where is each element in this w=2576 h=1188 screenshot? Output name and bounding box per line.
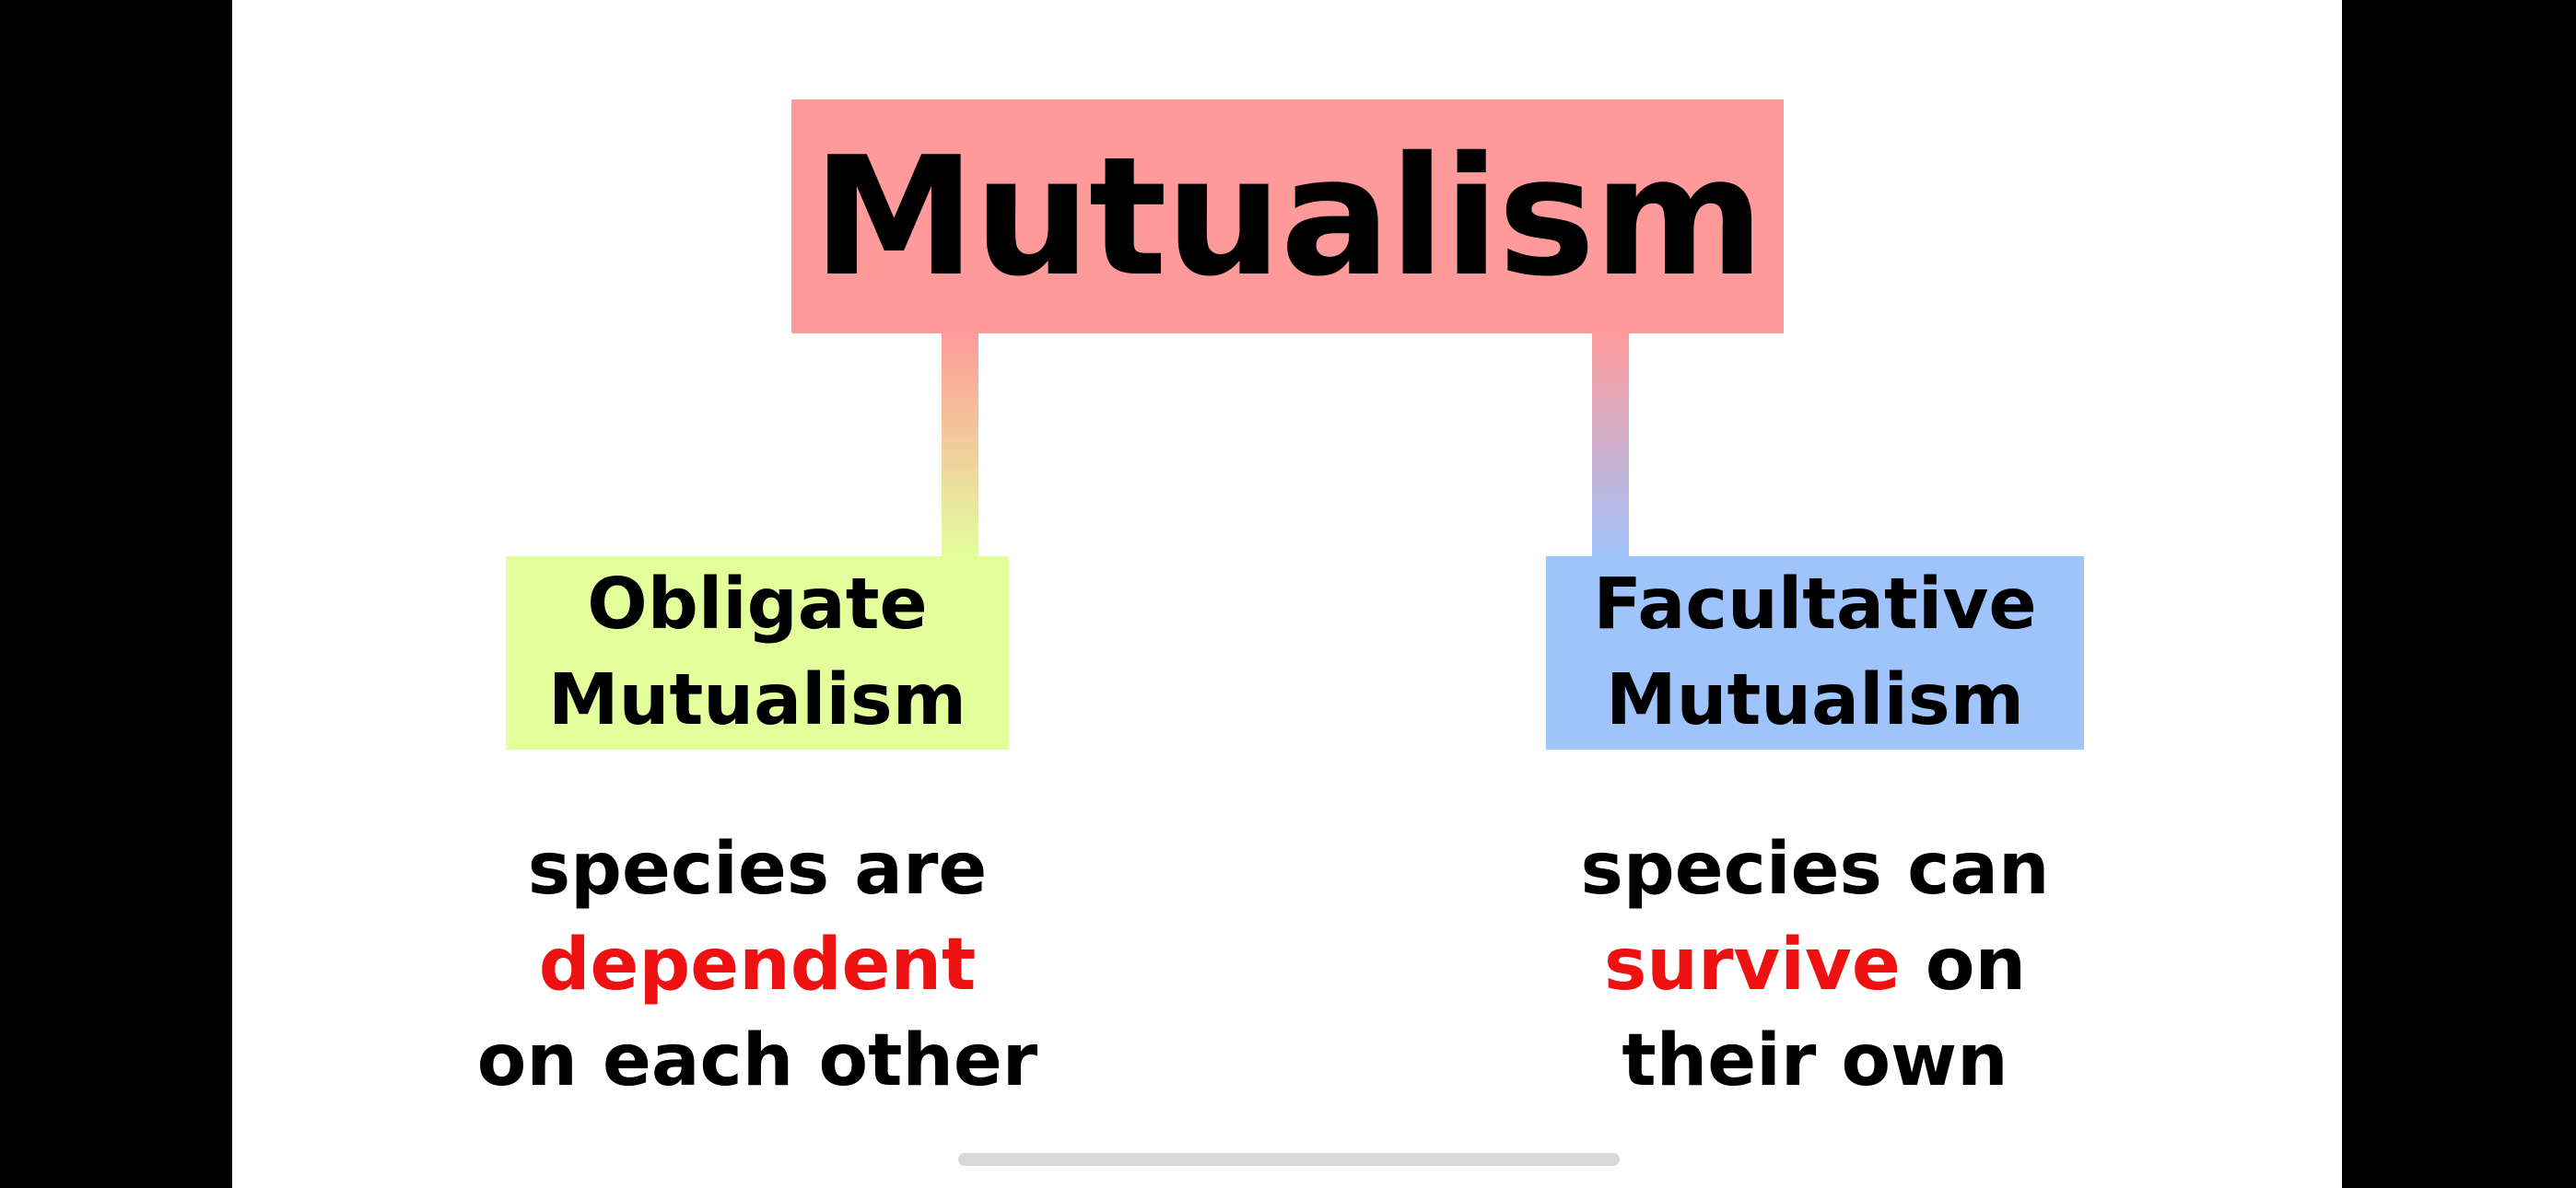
facultative-desc-line2: survive on [1493, 917, 2137, 1013]
facultative-description: species can survive on their own [1493, 821, 2137, 1109]
obligate-desc-line1: species are [527, 828, 988, 911]
slide: Mutualism Obligate Mutualism Facultative… [232, 0, 2342, 1188]
facultative-desc-line2-rest: on [1900, 924, 2027, 1007]
obligate-label-line2: Mutualism [548, 659, 966, 741]
obligate-mutualism-box: Obligate Mutualism [506, 556, 1009, 750]
obligate-desc-line3: on each other [476, 1019, 1038, 1102]
facultative-mutualism-box: Facultative Mutualism [1546, 556, 2084, 750]
obligate-desc-highlight: dependent [538, 924, 977, 1007]
home-indicator[interactable] [958, 1153, 1620, 1166]
obligate-label-line1: Obligate [587, 564, 928, 646]
facultative-desc-line1: species can [1580, 828, 2050, 911]
facultative-label-line1: Facultative [1593, 564, 2037, 646]
facultative-desc-highlight: survive [1603, 924, 1901, 1007]
connector-title-to-facultative [1592, 332, 1629, 558]
mutualism-title-box: Mutualism [791, 99, 1784, 333]
facultative-label-line2: Mutualism [1606, 659, 2024, 741]
obligate-desc-line2: dependent [435, 917, 1080, 1013]
connector-title-to-obligate [942, 332, 978, 558]
obligate-description: species are dependent on each other [435, 821, 1080, 1109]
mutualism-title: Mutualism [812, 121, 1764, 312]
facultative-desc-line3: their own [1622, 1019, 2008, 1102]
